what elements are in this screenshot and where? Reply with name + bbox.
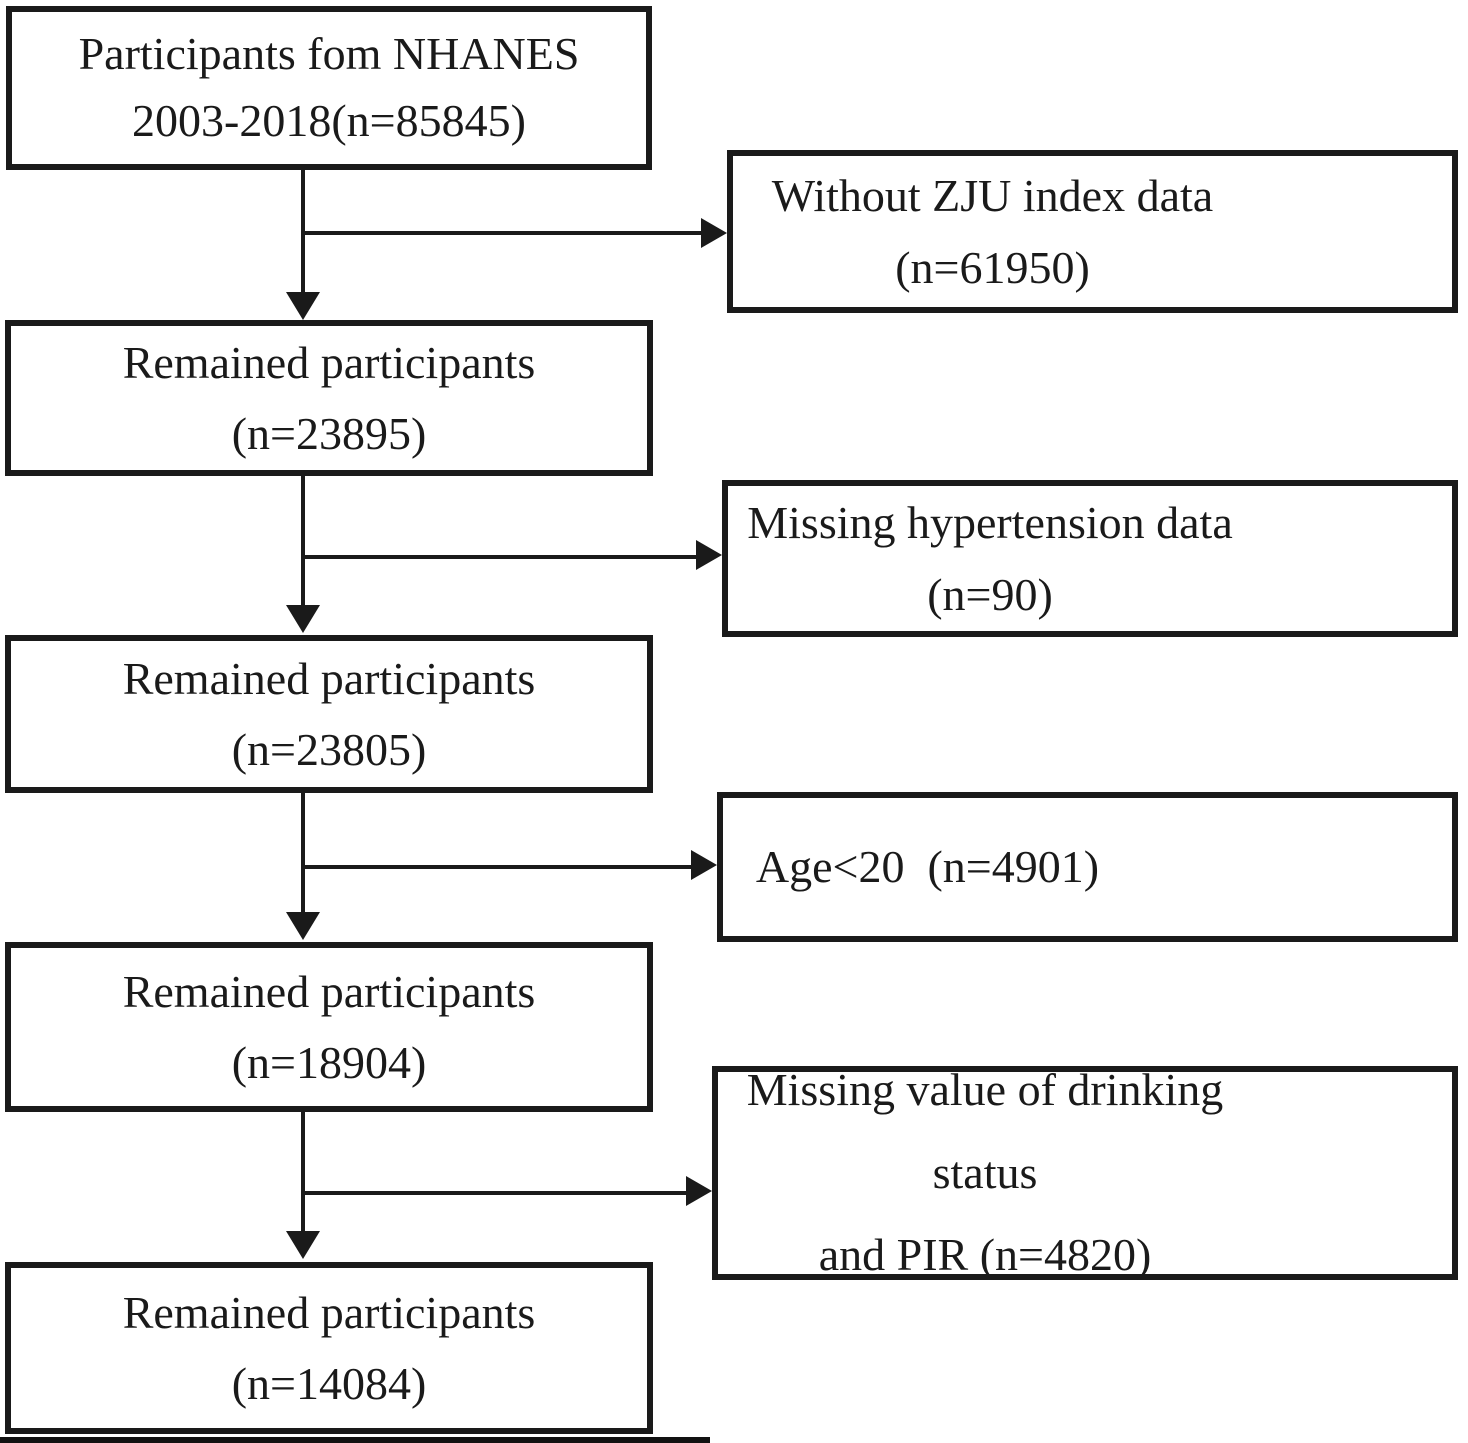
- arrow-right-icon: [691, 850, 717, 880]
- arrow-right-icon: [686, 1176, 712, 1206]
- box-text-line: (n=61950): [895, 241, 1090, 293]
- box-text-line: (n=14084): [231, 1358, 427, 1409]
- box-text-line: (n=23895): [231, 408, 427, 459]
- arrow-down-icon: [286, 292, 320, 320]
- box-text-line: Remained participants: [122, 1286, 536, 1338]
- arrow-down-icon: [286, 912, 320, 940]
- connector-branch-4: [303, 1191, 688, 1195]
- box-text-line: Age<20 (n=4901): [755, 841, 1100, 893]
- connector-branch-2: [303, 555, 698, 559]
- connector-branch-1: [303, 231, 705, 235]
- connector-branch-3: [303, 865, 693, 869]
- arrow-right-icon: [701, 218, 727, 248]
- box-text-line: (n=18904): [231, 1037, 427, 1088]
- flow-box-remained-1: Remained participants (n=23895): [5, 320, 653, 476]
- flow-box-source: Participants fom NHANES 2003-2018(n=8584…: [6, 6, 652, 170]
- box-text-line: Without ZJU index data: [771, 170, 1214, 222]
- exclusion-box-drinking-pir: Missing value of drinking status and PIR…: [712, 1064, 1458, 1280]
- exclusion-box-age: Age<20 (n=4901): [717, 792, 1458, 942]
- connector-vertical-2: [301, 476, 305, 608]
- arrow-right-icon: [696, 540, 722, 570]
- box-text-line: (n=23805): [231, 724, 427, 775]
- exclusion-box-zju-index: Without ZJU index data (n=61950): [727, 150, 1458, 313]
- arrow-down-icon: [286, 605, 320, 633]
- box-text-line: Missing hypertension data: [747, 497, 1233, 549]
- flow-box-remained-4: Remained participants (n=14084): [5, 1262, 653, 1434]
- connector-vertical-4: [301, 1112, 305, 1234]
- box-text-line: Remained participants: [122, 652, 536, 704]
- box-text-line: and PIR (n=4820): [818, 1229, 1152, 1281]
- box-text-line: Remained participants: [122, 336, 536, 388]
- box-text-line: Participants fom NHANES: [78, 28, 580, 80]
- box-text-line: Missing value of drinking status: [746, 1063, 1235, 1198]
- exclusion-box-hypertension: Missing hypertension data (n=90): [722, 480, 1458, 637]
- box-text-line: (n=90): [927, 568, 1053, 620]
- arrow-down-icon: [286, 1231, 320, 1259]
- flow-box-remained-3: Remained participants (n=18904): [5, 942, 653, 1112]
- flow-box-remained-2: Remained participants (n=23805): [5, 635, 653, 793]
- figure-bottom-cut-strip: [0, 1437, 710, 1443]
- box-text-line: 2003-2018(n=85845): [132, 95, 526, 146]
- box-text-line: Remained participants: [122, 965, 536, 1017]
- connector-vertical-3: [301, 793, 305, 915]
